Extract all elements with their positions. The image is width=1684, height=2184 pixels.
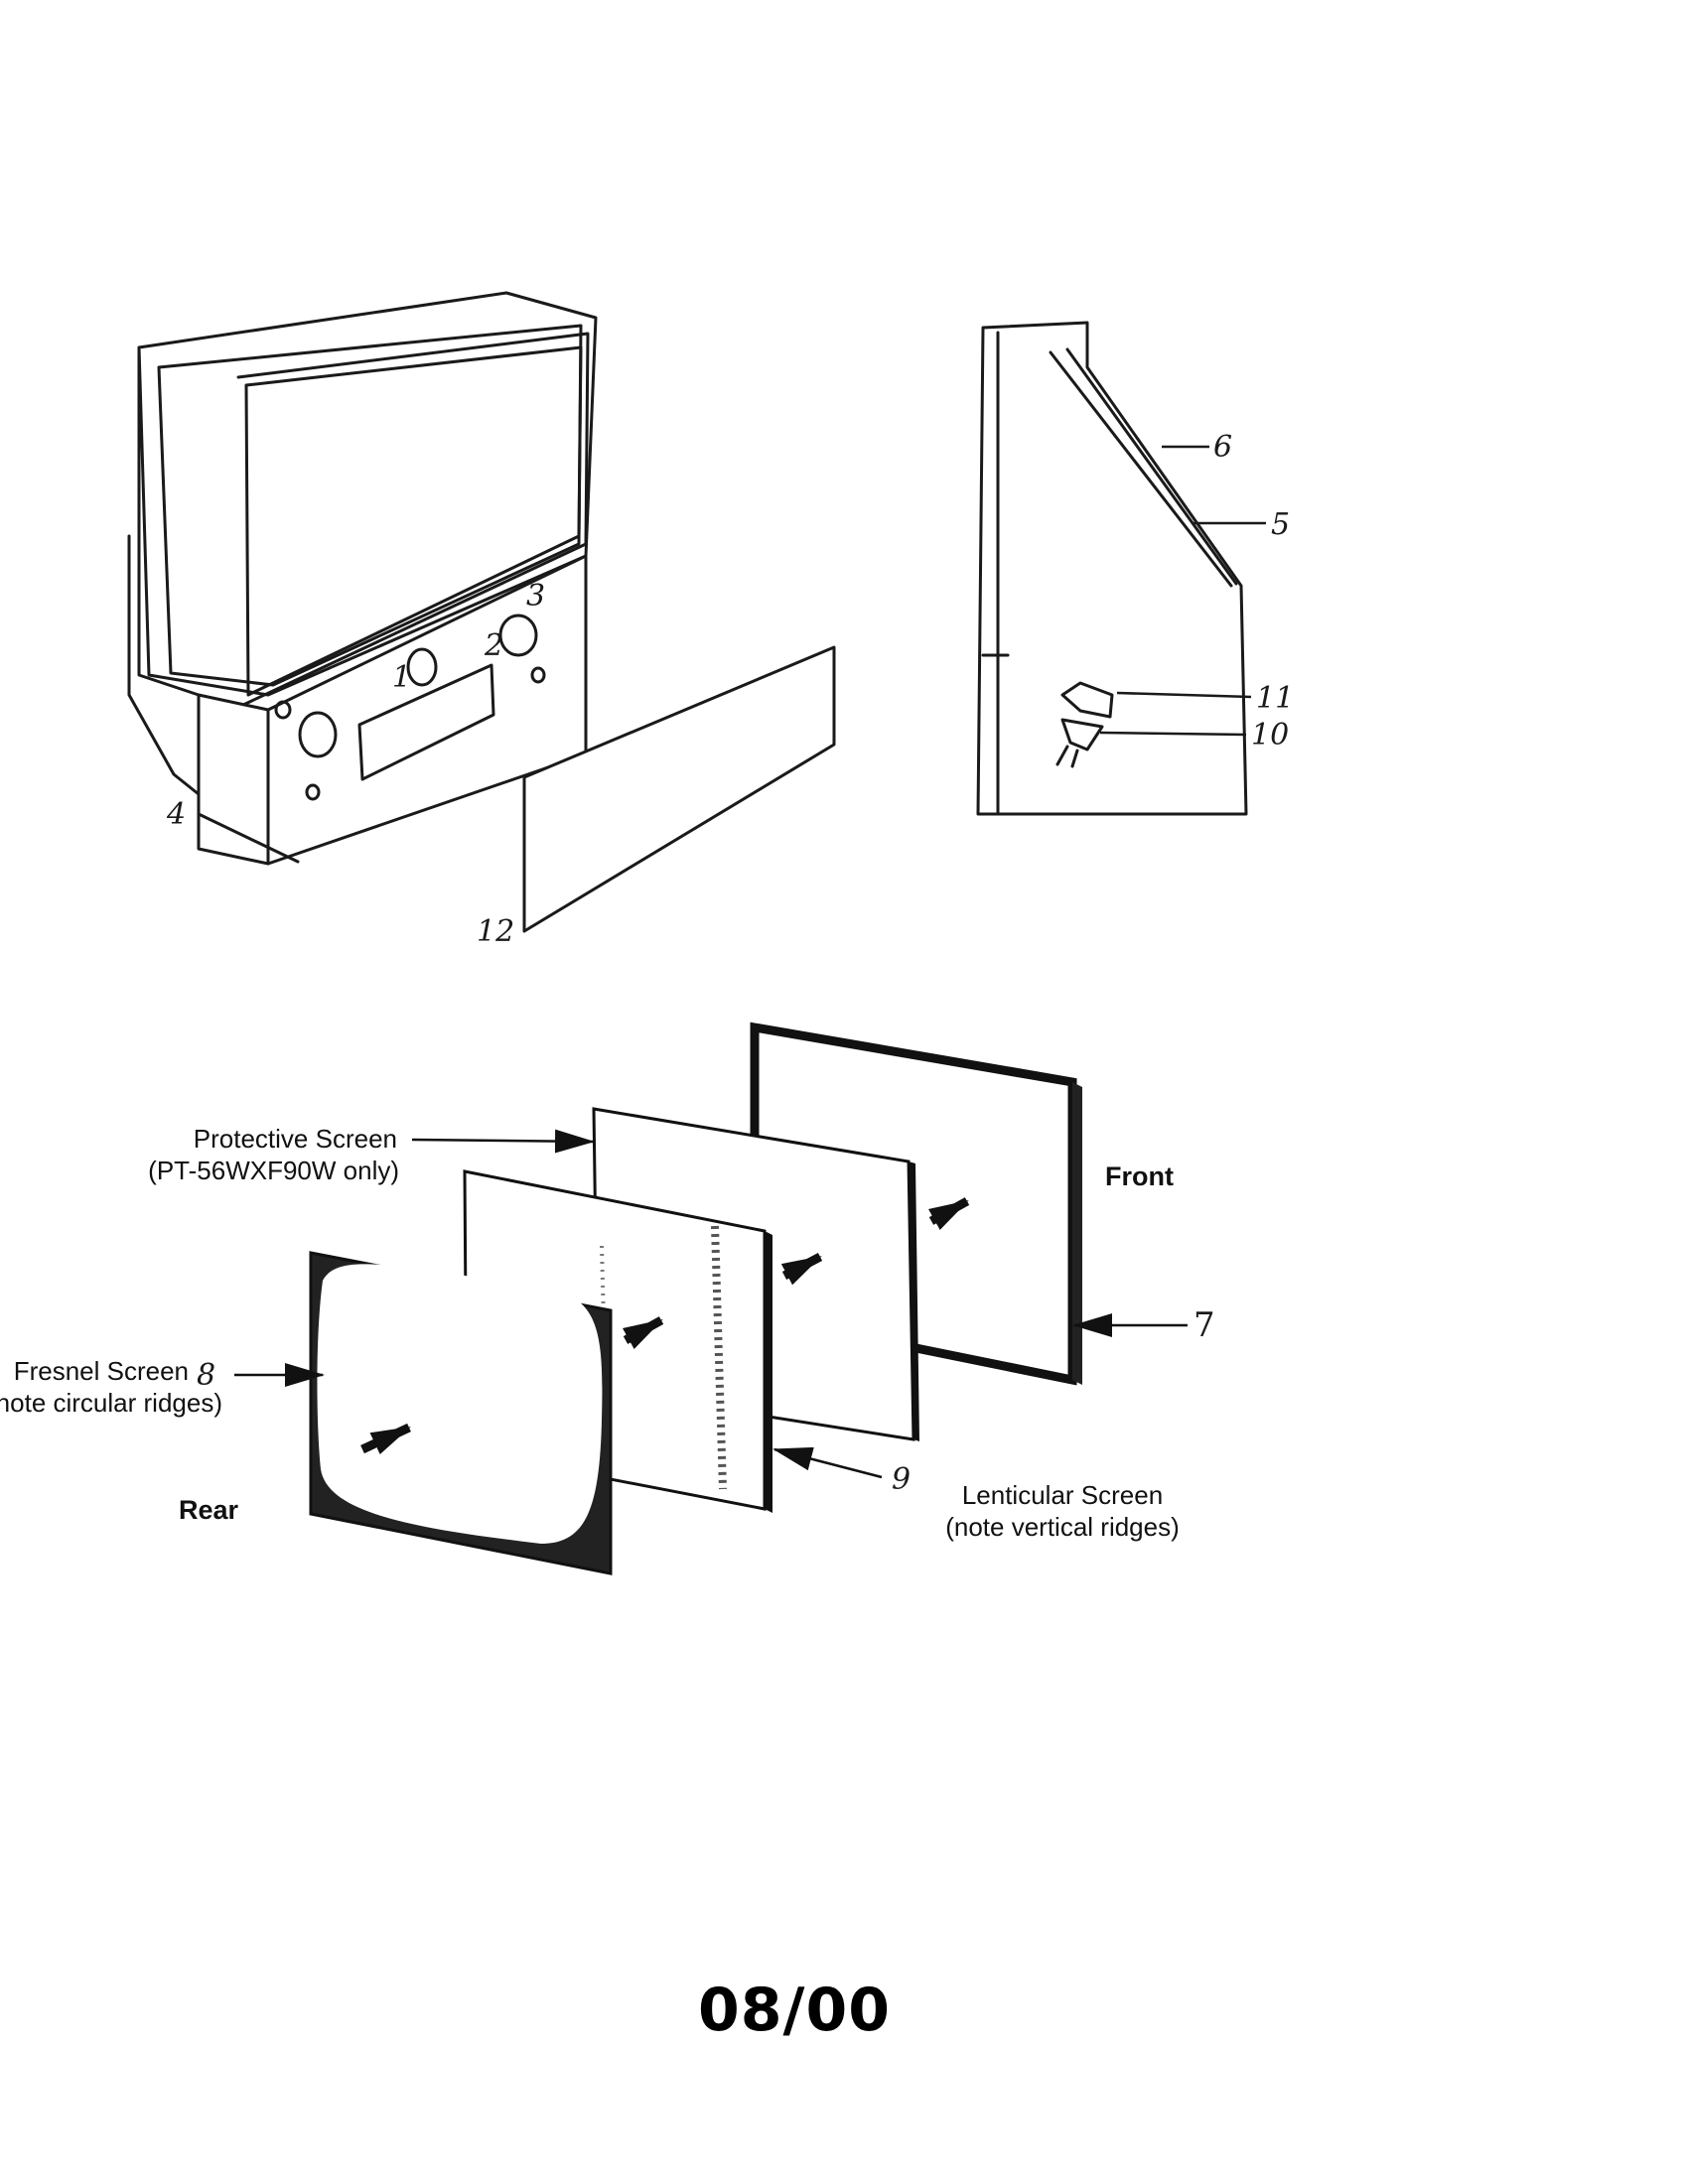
side-leaders <box>1099 445 1266 737</box>
lenticular-screen-note: (note vertical ridges) <box>945 1512 1180 1542</box>
callout-12: 12 <box>477 914 514 949</box>
label-leader-arrows <box>234 1129 1188 1479</box>
protective-screen-label: Protective Screen <box>194 1124 397 1154</box>
callout-7: 7 <box>1193 1305 1215 1345</box>
callout-10: 10 <box>1251 718 1289 752</box>
side-view-drawing <box>976 321 1248 816</box>
callout-8: 8 <box>197 1358 215 1393</box>
rear-label: Rear <box>179 1495 239 1525</box>
callout-2: 2 <box>484 628 503 663</box>
callout-9: 9 <box>892 1462 911 1497</box>
fresnel-screen-label: Fresnel Screen <box>14 1356 189 1386</box>
page-number: 08/00 <box>698 1976 891 2045</box>
front-label: Front <box>1105 1161 1174 1191</box>
callout-3: 3 <box>526 579 545 614</box>
callout-5: 5 <box>1271 507 1290 542</box>
fresnel-screen-panel <box>309 1251 613 1575</box>
callout-4: 4 <box>166 797 186 832</box>
protective-screen-note: (PT-56WXF90W only) <box>148 1156 399 1185</box>
projection-tv-drawing <box>127 291 598 866</box>
lenticular-screen-label: Lenticular Screen <box>962 1480 1163 1510</box>
callout-1: 1 <box>392 660 411 695</box>
callout-6: 6 <box>1213 430 1232 465</box>
panel-12-drawing <box>522 645 836 933</box>
callout-11: 11 <box>1256 681 1294 716</box>
fresnel-screen-note: (note circular ridges) <box>0 1388 222 1418</box>
flow-arrows <box>360 1197 970 1454</box>
